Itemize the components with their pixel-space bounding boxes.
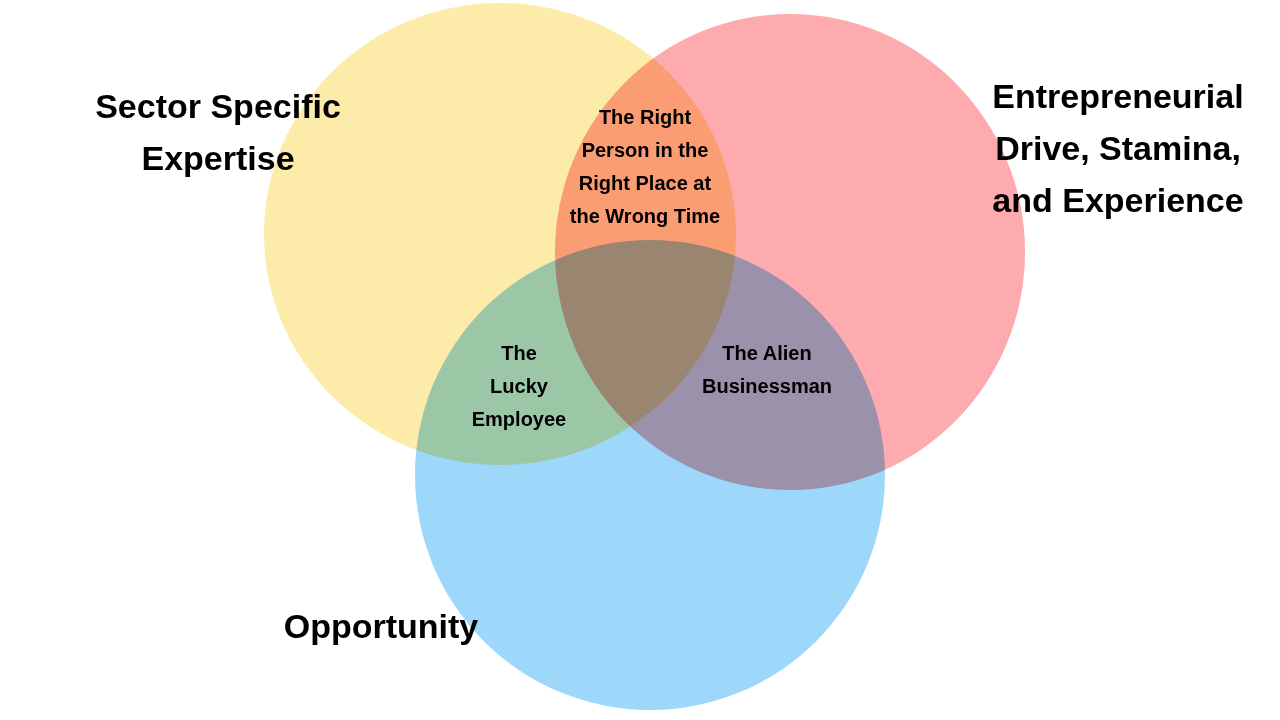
set-heading: Entrepreneurial Drive, Stamina, and Expe… <box>973 70 1263 226</box>
circle-fill <box>415 240 885 710</box>
circle-shape <box>415 240 885 710</box>
opportunity-circle: Opportunity <box>415 240 885 710</box>
set-heading: Opportunity <box>251 600 511 652</box>
set-heading: Sector Specific Expertise <box>68 80 368 184</box>
